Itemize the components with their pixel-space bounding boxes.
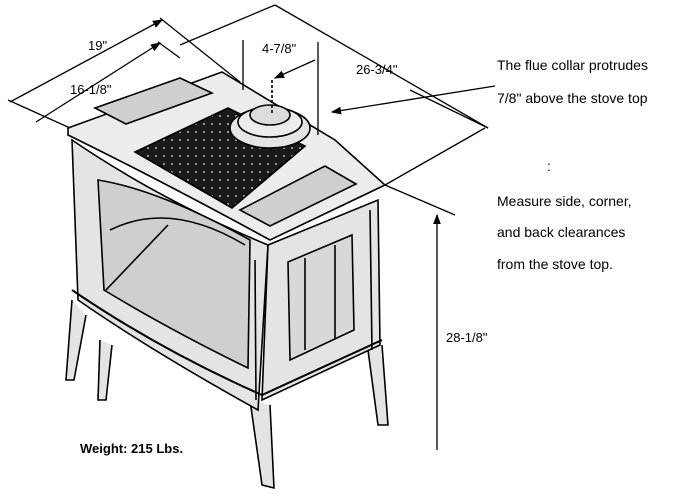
weight-label: Weight: 215 Lbs. [80, 441, 184, 456]
flue-note-line1: The flue collar protrudes [497, 57, 648, 73]
firebox-glass [97, 179, 251, 370]
measure-note-line3: from the stove top. [497, 256, 613, 272]
dim-height: 28-1/8" [446, 330, 488, 345]
leg-back [97, 339, 113, 401]
colon-mark: : [547, 158, 551, 174]
measure-note-line2: and back clearances [497, 224, 626, 240]
dim-width-inner: 16-1/8" [70, 82, 112, 97]
flue-collar [229, 80, 311, 149]
leg-front-right [249, 399, 275, 490]
right-glass-panel [238, 165, 358, 227]
leg-right [367, 344, 389, 426]
left-glass-panel [92, 77, 215, 125]
dim-flue-offset: 4-7/8" [262, 41, 297, 56]
dim-depth: 26-3/4" [356, 62, 398, 77]
leg-front-left [65, 299, 87, 381]
flue-note-line2: 7/8" above the stove top [497, 90, 648, 106]
measure-note-line1: Measure side, corner, [497, 193, 632, 209]
dim-width-overall: 19" [88, 38, 108, 53]
